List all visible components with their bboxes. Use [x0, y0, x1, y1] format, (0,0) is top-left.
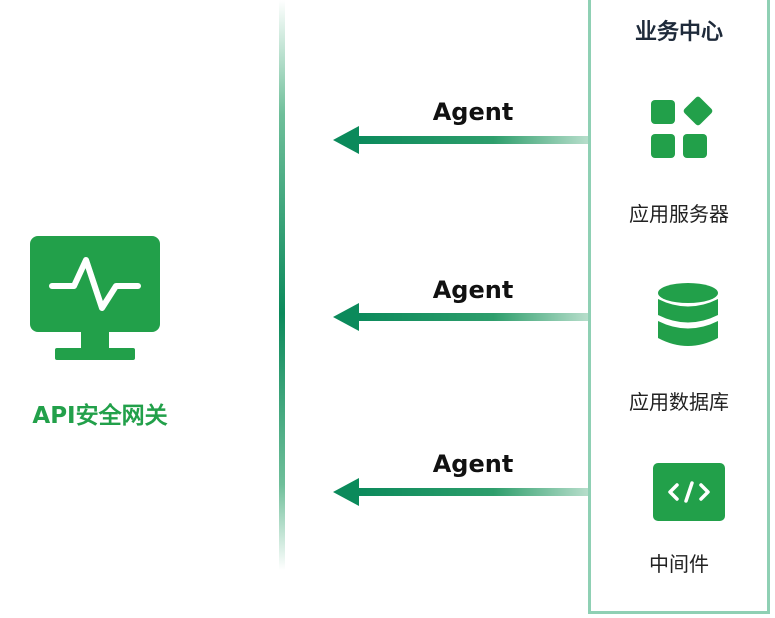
biz-item-label-middleware: 中间件 [649, 552, 709, 576]
business-center-title: 业务中心 [634, 20, 723, 45]
divider-line [279, 0, 285, 570]
agent-label-1: Agent [432, 98, 514, 126]
code-icon [653, 463, 725, 521]
apps-grid-icon [651, 96, 713, 158]
arrow-left-2 [333, 303, 605, 331]
arrow-left-3 [333, 478, 605, 506]
monitor-pulse-icon [30, 236, 160, 360]
arrow-left-1 [333, 126, 605, 154]
database-icon [658, 283, 718, 346]
gateway-label: API安全网关 [32, 403, 168, 429]
agent-label-3: Agent [432, 450, 514, 478]
agent-label-2: Agent [432, 276, 514, 304]
biz-item-label-database: 应用数据库 [629, 390, 729, 414]
biz-item-label-server: 应用服务器 [629, 202, 729, 226]
